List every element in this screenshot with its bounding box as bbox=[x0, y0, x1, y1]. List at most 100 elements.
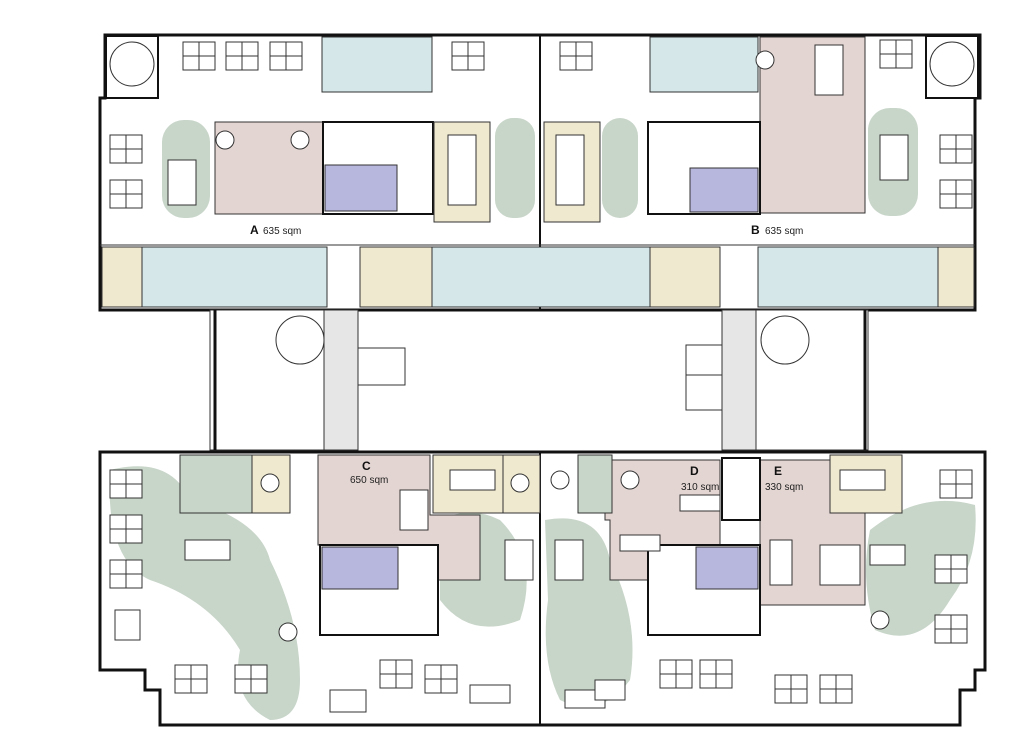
desk bbox=[182, 55, 200, 71]
zone-letter: A bbox=[250, 223, 259, 237]
desk bbox=[955, 469, 973, 485]
desk bbox=[939, 469, 957, 485]
desk bbox=[939, 483, 957, 499]
zone-letter: B bbox=[751, 223, 760, 237]
zone-label-c: C 650 sqm bbox=[350, 459, 388, 486]
desk bbox=[939, 193, 957, 209]
table bbox=[447, 134, 477, 206]
desk bbox=[109, 148, 127, 164]
desk bbox=[895, 39, 913, 55]
desk bbox=[109, 469, 127, 485]
desk bbox=[467, 55, 485, 71]
zone-area: 310 sqm bbox=[681, 482, 719, 493]
spiral-stair-icon bbox=[929, 41, 975, 87]
desk bbox=[934, 628, 952, 644]
desk bbox=[559, 55, 577, 71]
desk bbox=[125, 469, 143, 485]
desk bbox=[675, 673, 693, 689]
desk bbox=[659, 659, 677, 675]
desk bbox=[379, 659, 397, 675]
desk bbox=[451, 41, 469, 57]
table bbox=[619, 534, 661, 552]
table bbox=[839, 469, 886, 491]
desk bbox=[241, 41, 259, 57]
desk bbox=[125, 193, 143, 209]
desk bbox=[699, 673, 717, 689]
table bbox=[449, 469, 496, 491]
table bbox=[555, 134, 585, 206]
desk bbox=[190, 664, 208, 680]
round-table bbox=[870, 610, 890, 630]
desk bbox=[955, 134, 973, 150]
desk bbox=[234, 678, 252, 694]
desk bbox=[774, 688, 792, 704]
zone-letter: E bbox=[774, 464, 782, 478]
zone-label-b: B 635 sqm bbox=[751, 223, 803, 237]
atrium bbox=[209, 309, 869, 451]
desk bbox=[109, 514, 127, 530]
round-table bbox=[215, 130, 235, 150]
table bbox=[819, 544, 861, 586]
desk bbox=[234, 664, 252, 680]
desk bbox=[109, 573, 127, 589]
upper-wing bbox=[98, 33, 982, 312]
desk bbox=[125, 134, 143, 150]
desk bbox=[125, 528, 143, 544]
desk bbox=[659, 673, 677, 689]
desk bbox=[198, 55, 216, 71]
zone-area: 635 sqm bbox=[263, 226, 301, 237]
desk bbox=[109, 483, 127, 499]
desk bbox=[395, 673, 413, 689]
spiral-stair-icon bbox=[760, 315, 810, 365]
desk bbox=[950, 554, 968, 570]
table bbox=[814, 44, 844, 96]
desk bbox=[939, 179, 957, 195]
zone-label-e: E 330 sqm bbox=[765, 464, 803, 493]
round-table bbox=[620, 470, 640, 490]
desk bbox=[955, 148, 973, 164]
table bbox=[167, 159, 197, 206]
desk bbox=[895, 53, 913, 69]
table bbox=[554, 539, 584, 581]
table bbox=[879, 134, 909, 181]
round-table bbox=[510, 473, 530, 493]
desk bbox=[819, 688, 837, 704]
desk bbox=[125, 559, 143, 575]
table bbox=[769, 539, 793, 586]
desk bbox=[241, 55, 259, 71]
spiral-stair-icon bbox=[109, 41, 155, 87]
round-table bbox=[550, 470, 570, 490]
desk bbox=[109, 193, 127, 209]
table bbox=[504, 539, 534, 581]
desk bbox=[939, 148, 957, 164]
spiral-stair-icon bbox=[275, 315, 325, 365]
table bbox=[329, 689, 367, 713]
desk bbox=[269, 55, 287, 71]
zone-letter: C bbox=[362, 459, 371, 473]
desk bbox=[790, 688, 808, 704]
desk bbox=[190, 678, 208, 694]
desk bbox=[109, 528, 127, 544]
desk bbox=[835, 688, 853, 704]
desk bbox=[125, 179, 143, 195]
desk bbox=[109, 179, 127, 195]
desk bbox=[125, 514, 143, 530]
desk bbox=[250, 678, 268, 694]
desk bbox=[225, 41, 243, 57]
zone-letter: D bbox=[690, 464, 699, 478]
lower-wing bbox=[98, 450, 987, 727]
table bbox=[399, 489, 429, 531]
desk bbox=[285, 41, 303, 57]
zone-area: 650 sqm bbox=[350, 475, 388, 486]
zone-label-d: D 310 sqm bbox=[681, 464, 719, 493]
desk bbox=[109, 134, 127, 150]
desk bbox=[955, 483, 973, 499]
desk bbox=[950, 568, 968, 584]
desk bbox=[285, 55, 303, 71]
round-table bbox=[290, 130, 310, 150]
desk bbox=[379, 673, 397, 689]
desk bbox=[939, 134, 957, 150]
desk bbox=[440, 664, 458, 680]
desk bbox=[819, 674, 837, 690]
